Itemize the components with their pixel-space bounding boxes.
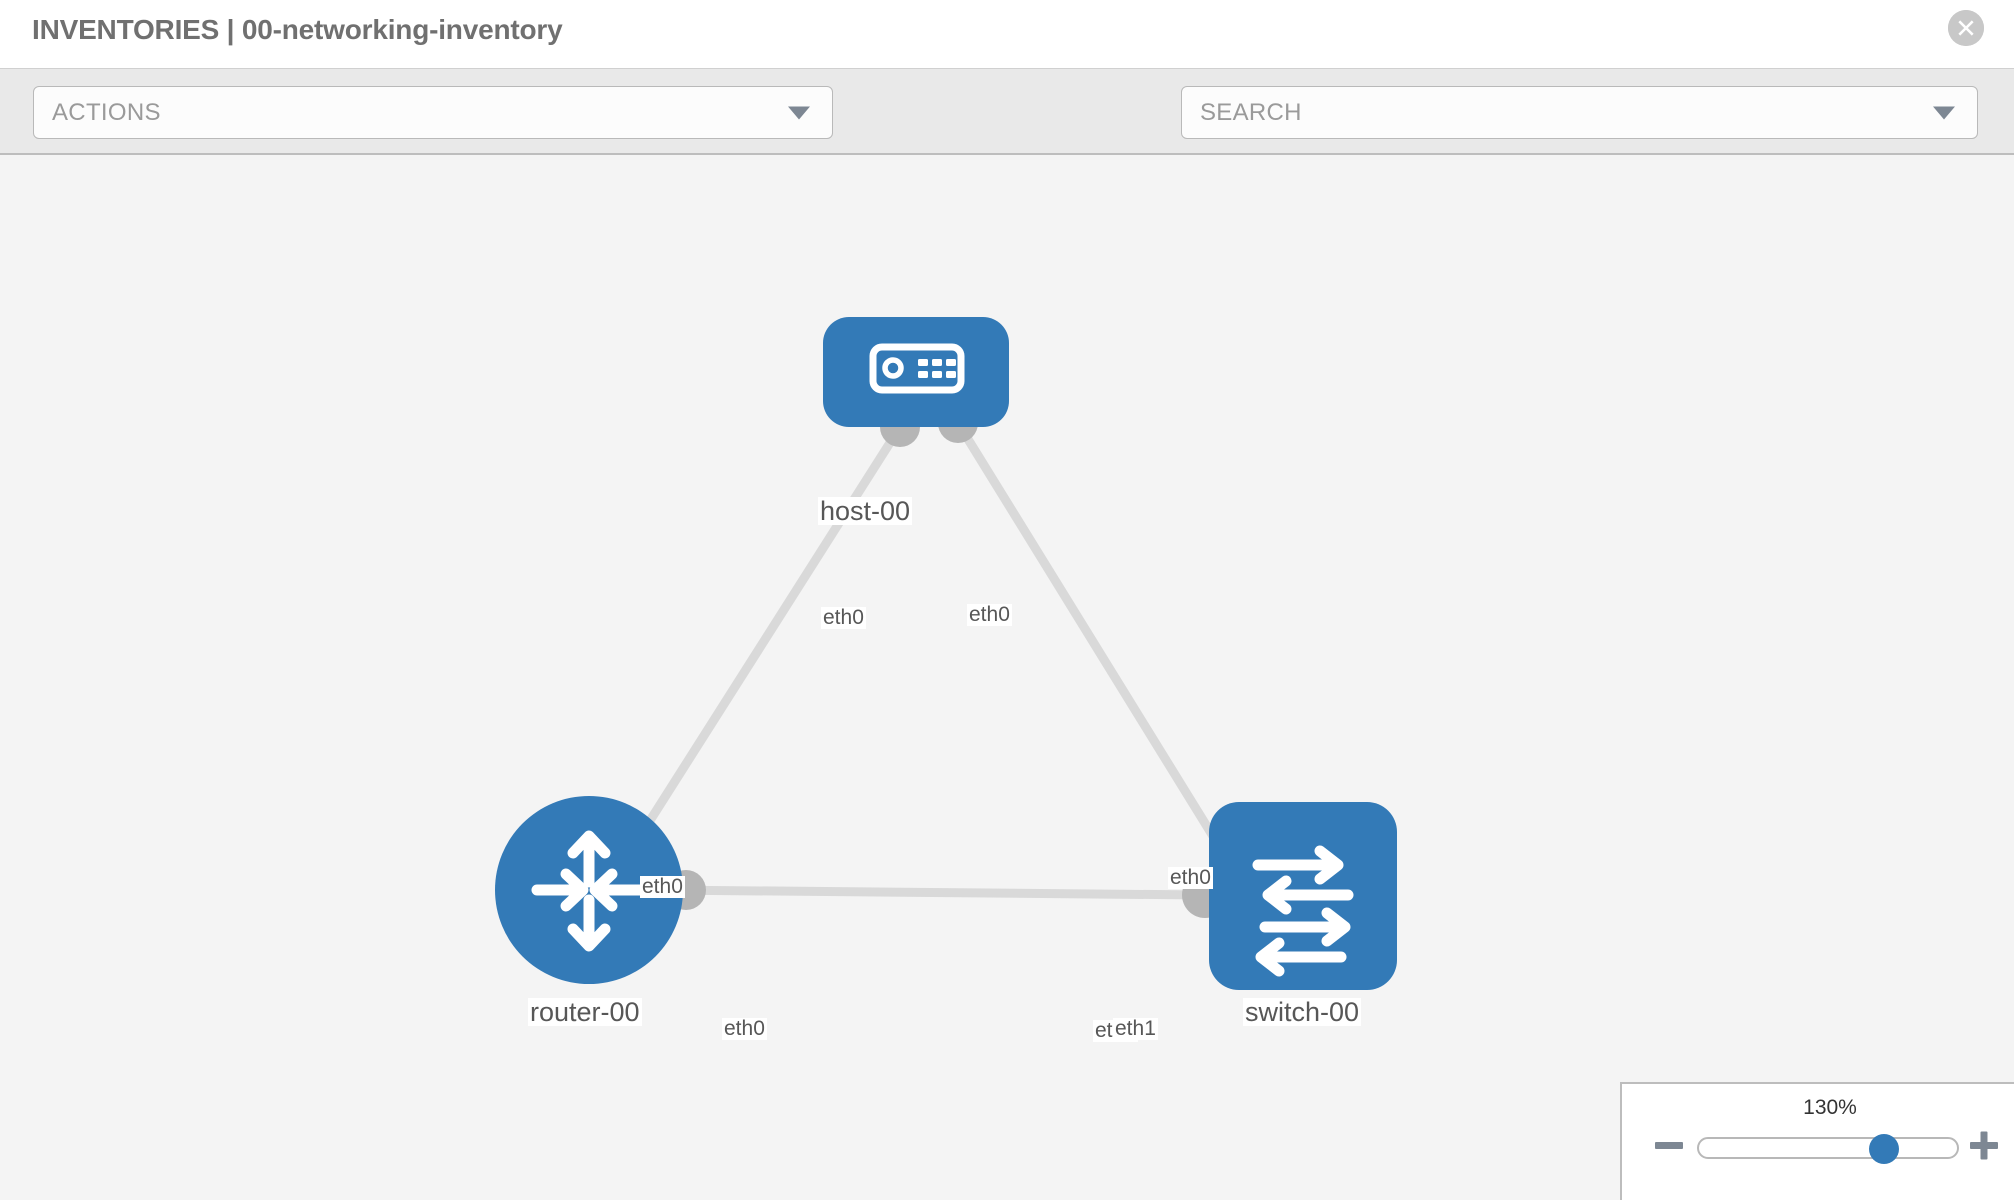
interface-label-host00-right: eth0 (967, 603, 1012, 627)
search-input[interactable]: SEARCH (1181, 86, 1978, 139)
zoom-control-panel: 130% (1620, 1082, 2014, 1200)
topology-graph (495, 317, 1397, 990)
minus-icon[interactable] (1652, 1128, 1686, 1162)
page-title: INVENTORIES | 00-networking-inventory (32, 14, 563, 45)
chevron-down-icon (1933, 106, 1955, 119)
server-icon (869, 343, 965, 394)
actions-dropdown[interactable]: ACTIONS (33, 86, 833, 139)
interface-label-host00-left: eth0 (821, 606, 866, 630)
interface-label-switch00-left-b: eth1 (1113, 1017, 1158, 1041)
switch-arrows-icon (1252, 845, 1354, 977)
topology-connection-nubs (591, 403, 1255, 918)
page-header: INVENTORIES | 00-networking-inventory (0, 0, 2014, 68)
zoom-slider-thumb[interactable] (1869, 1134, 1899, 1164)
toolbar: ACTIONS SEARCH (0, 68, 2014, 193)
router-arrows-icon (531, 830, 647, 952)
search-placeholder: SEARCH (1200, 98, 1302, 126)
interface-label-router00-uplink: eth0 (640, 875, 685, 899)
node-host-00 (823, 317, 1009, 427)
close-icon[interactable] (1948, 10, 1984, 46)
node-label-router-00: router-00 (528, 997, 642, 1027)
zoom-slider-track[interactable] (1697, 1137, 1959, 1159)
node-switch-00 (1209, 802, 1397, 990)
node-router-00 (495, 796, 683, 984)
link-host00-switch00 (954, 420, 1236, 870)
topology-links (600, 420, 1236, 900)
topology-canvas[interactable]: host-00 router-00 switch-00 eth0 eth0 et… (0, 155, 2014, 1200)
link-router00-switch00 (659, 885, 1206, 900)
node-label-switch-00: switch-00 (1243, 997, 1362, 1027)
interface-label-switch00-uplink: eth0 (1168, 866, 1213, 890)
actions-dropdown-label: ACTIONS (52, 98, 161, 126)
interface-label-router00-right: eth0 (722, 1017, 767, 1041)
zoom-percentage-label: 130% (1803, 1096, 1857, 1119)
plus-icon[interactable] (1967, 1128, 2001, 1162)
chevron-down-icon (788, 106, 810, 119)
node-label-host-00: host-00 (818, 496, 913, 526)
